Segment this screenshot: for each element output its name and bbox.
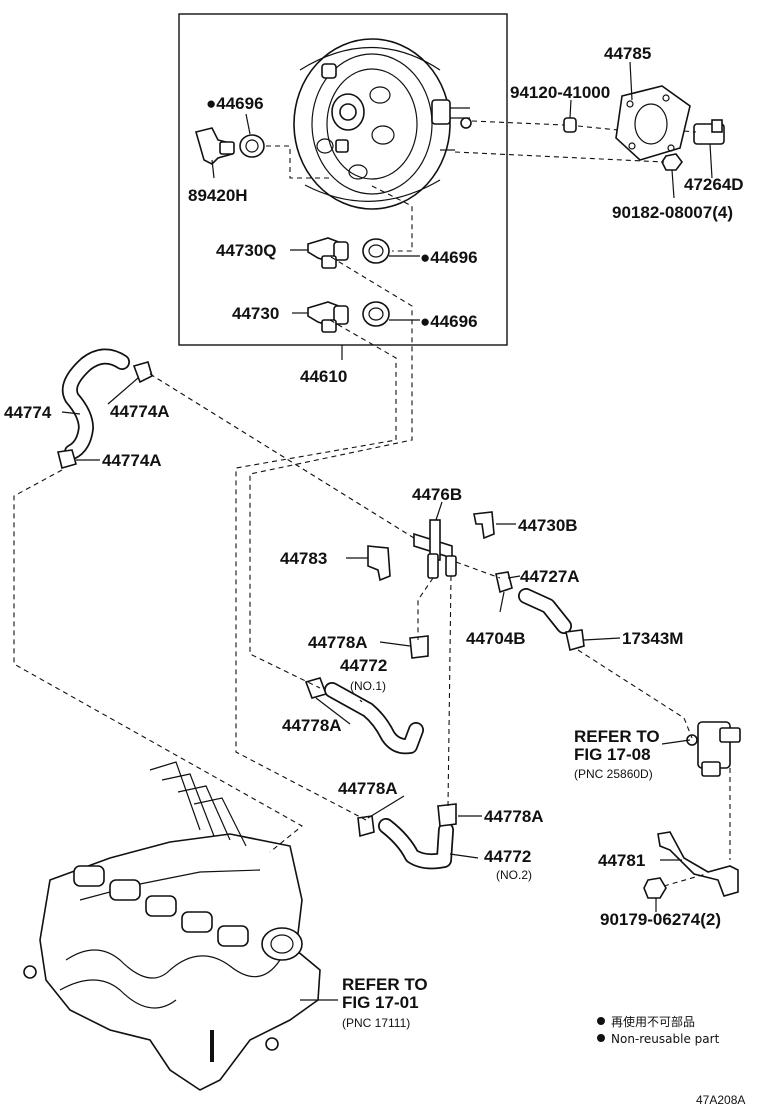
clamp-44774a-bottom xyxy=(57,449,77,469)
label-44730b: 44730B xyxy=(518,516,578,535)
label-44610: 44610 xyxy=(300,367,347,386)
label-44730: 44730 xyxy=(232,304,279,323)
label-44778a-4: 44778A xyxy=(484,807,544,826)
grommet-44696-c xyxy=(362,301,390,327)
label-89420h: 89420H xyxy=(188,186,248,205)
check-valve-44730q xyxy=(307,237,349,269)
check-valve-44730 xyxy=(307,301,349,333)
bolt-90179 xyxy=(643,877,667,899)
refer-17-01-pnc: (PNC 17111) xyxy=(342,1016,410,1030)
refer-17-08-pnc: (PNC 25860D) xyxy=(574,767,653,781)
label-44772-no2-sub: (NO.2) xyxy=(496,868,532,882)
legend-bullet-en xyxy=(597,1034,605,1042)
clamp-17343m xyxy=(565,629,585,652)
label-44778a-3: 44778A xyxy=(338,779,398,798)
refer-17-01-line2: FIG 17-01 xyxy=(342,993,419,1012)
tee-4476b xyxy=(413,519,457,579)
label-44774: 44774 xyxy=(4,403,52,422)
nut-90182 xyxy=(661,153,683,171)
label-44774a-top: 44774A xyxy=(110,402,170,421)
brake-booster xyxy=(293,38,472,210)
clamp-44704b xyxy=(495,571,513,594)
grommet-44696-b xyxy=(362,238,390,264)
label-44727a: 44727A xyxy=(520,567,580,586)
label-44696-c: ●44696 xyxy=(420,312,478,331)
label-44772-no2: 44772 xyxy=(484,847,531,866)
label-44781: 44781 xyxy=(598,851,645,870)
intake-manifold xyxy=(23,761,321,1091)
label-90179-06274: 90179-06274(2) xyxy=(600,910,721,929)
grommet-44696-a xyxy=(239,134,265,158)
label-44772-no1: 44772 xyxy=(340,656,387,675)
legend-jp: 再使用不可部品 xyxy=(611,1014,695,1029)
label-44783: 44783 xyxy=(280,549,327,568)
figure-code: 47A208A xyxy=(696,1093,745,1107)
label-94120-41000: 94120-41000 xyxy=(510,83,610,102)
label-44704b: 44704B xyxy=(466,629,526,648)
clip-44730b xyxy=(473,511,495,540)
legend-bullet-jp xyxy=(597,1017,605,1025)
vsv-valve xyxy=(686,721,741,777)
label-90182-08007: 90182-08007(4) xyxy=(612,203,733,222)
clamp-44778a-4 xyxy=(437,803,457,827)
assembly-box-44610 xyxy=(178,13,508,346)
label-44778a-1: 44778A xyxy=(308,633,368,652)
clamp-44778a-1 xyxy=(409,635,429,659)
sensor-89420h xyxy=(195,127,235,165)
hose-44772-no2 xyxy=(378,818,454,870)
clip-44783 xyxy=(367,545,391,582)
label-44778a-2: 44778A xyxy=(282,716,342,735)
label-44730q: 44730Q xyxy=(216,241,277,260)
refer-17-01-line1: REFER TO xyxy=(342,975,428,994)
clamp-44778a-3 xyxy=(357,815,375,838)
hose-44774 xyxy=(61,348,130,460)
label-44696-a: ●44696 xyxy=(206,94,264,113)
label-44785: 44785 xyxy=(604,44,651,63)
clamp-44774a-top xyxy=(132,361,153,384)
hose-44727a xyxy=(518,588,572,634)
label-44772-no1-sub: (NO.1) xyxy=(350,679,386,693)
label-17343m: 17343M xyxy=(622,629,683,648)
gasket-44785 xyxy=(615,85,691,161)
bracket-44781 xyxy=(657,831,739,897)
clevis-47264d xyxy=(693,119,725,145)
nut-94120 xyxy=(563,117,577,133)
label-44696-b: ●44696 xyxy=(420,248,478,267)
refer-17-08-line2: FIG 17-08 xyxy=(574,745,651,764)
label-44774a-bottom: 44774A xyxy=(102,451,162,470)
hose-44772-no1 xyxy=(324,682,424,755)
label-4476b: 4476B xyxy=(412,485,462,504)
label-47264d: 47264D xyxy=(684,175,744,194)
legend-en: Non-reusable part xyxy=(611,1032,720,1046)
refer-17-08-line1: REFER TO xyxy=(574,727,660,746)
clamp-44778a-2 xyxy=(304,677,328,699)
